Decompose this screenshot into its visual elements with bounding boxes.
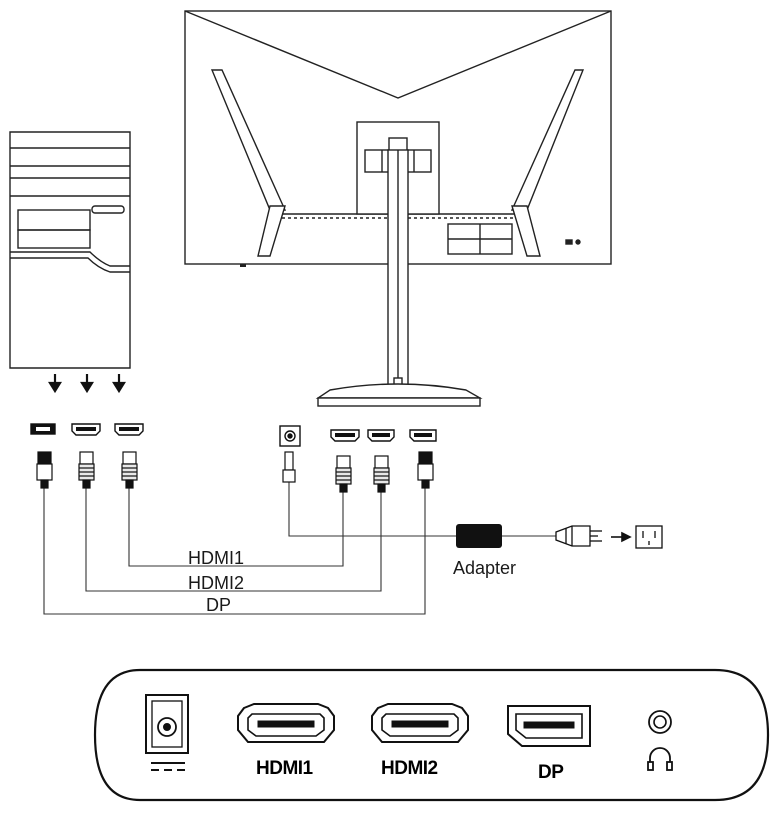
down-arrow-icon (80, 374, 94, 394)
hdmi2-cable (85, 486, 382, 592)
hdmi-plug-icon (335, 455, 352, 493)
cable-lines (43, 482, 556, 615)
pc-hdmi-port-icon (71, 423, 101, 436)
panel-hdmi1-label: HDMI1 (256, 758, 314, 779)
adapter-box (456, 524, 502, 548)
hdmi1-cable-label: HDMI1 (188, 548, 244, 568)
hdmi-plug-icon (121, 451, 138, 489)
down-arrow-icon (48, 374, 62, 394)
dp-plug-icon (417, 451, 434, 489)
headphone-icon (647, 747, 673, 771)
hdmi2-cable-label: HDMI2 (188, 573, 244, 593)
dp-cable (43, 486, 426, 615)
dc-in-port-icon (279, 425, 301, 447)
pc-hdmi-port-icon (114, 423, 144, 436)
port-panel: HDMI1 HDMI2 DP (93, 668, 770, 802)
monitor-hdmi1-port-icon (330, 429, 360, 442)
hdmi-plug-icon (373, 455, 390, 493)
pc-tower (9, 131, 131, 369)
monitor-rear-view (184, 10, 612, 407)
adapter-label: Adapter (453, 558, 516, 578)
panel-dp-port (507, 705, 591, 747)
dp-cable-label: DP (206, 595, 231, 615)
monitor-hdmi2-port-icon (367, 429, 395, 442)
pc-ports (30, 423, 144, 436)
power-plug-icon (555, 525, 602, 547)
pc-dp-port-icon (30, 423, 56, 435)
dc-plug-icon (282, 451, 296, 483)
panel-dp-label: DP (538, 762, 564, 783)
down-arrow-icon (112, 374, 126, 394)
monitor-ports (279, 425, 437, 447)
panel-dc-in-port (145, 694, 189, 754)
cable-plugs (36, 451, 434, 493)
wall-outlet-icon (635, 525, 663, 549)
panel-hdmi1-port (237, 703, 335, 743)
dp-plug-icon (36, 451, 53, 489)
power-cable (288, 482, 456, 537)
output-arrows (48, 374, 126, 394)
dc-symbol-icon (151, 762, 185, 771)
power-adapter (456, 524, 502, 548)
right-arrow-icon (611, 531, 632, 543)
panel-hdmi2-label: HDMI2 (381, 758, 438, 779)
hdmi1-cable (128, 486, 344, 567)
monitor-dp-port-icon (409, 429, 437, 442)
hdmi-plug-icon (78, 451, 95, 489)
panel-audio-jack (648, 710, 672, 734)
panel-hdmi2-port (371, 703, 469, 743)
